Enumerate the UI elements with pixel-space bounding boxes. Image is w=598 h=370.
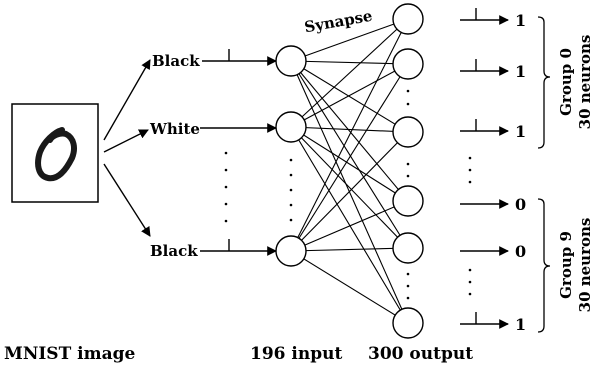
output-layer [392,3,424,339]
group-9-size: 30 neurons [576,218,594,313]
synapse-line [290,63,409,128]
input-ellipsis [289,158,293,222]
output-value: 1 [515,62,526,81]
output-neuron [392,48,424,80]
synapse-connections [290,18,409,324]
synapse-line [290,60,409,133]
synapse-line [290,131,409,252]
synapse-line [290,200,409,252]
synapse-line [290,126,409,202]
input-layer [224,45,307,267]
output-neuron [392,116,424,148]
output-value: 1 [515,122,526,141]
output-value: 0 [515,242,526,261]
output-neuron [392,3,424,35]
synapse-line [290,63,409,252]
output-layer-caption: 300 output [368,344,473,364]
synapse-line [290,60,409,249]
image-arrows [103,59,151,237]
output-neuron [392,307,424,339]
output-value: 1 [515,315,526,334]
mnist-image-caption: MNIST image [4,344,136,364]
output-value: 1 [515,11,526,30]
input-neuron [275,235,307,267]
synapse-line [290,250,409,324]
synapse-line [290,60,409,65]
signal-ellipsis [224,151,228,223]
group-9-name: Group 9 [557,231,575,299]
synapse-line [290,18,409,252]
output-ellipsis [406,89,410,300]
group-0-name: Group 0 [557,48,575,116]
synapse-line [290,60,409,202]
group-0-size: 30 neurons [576,35,594,130]
input-layer-caption: 196 input [250,344,342,364]
input-signal-lines [200,49,277,256]
group-9-brace [537,198,551,333]
synapse-line [290,247,409,252]
input-signal-label: Black [152,52,200,70]
input-signal-label: Black [150,242,198,260]
synapse-line [290,18,409,62]
output-neuron [392,232,424,264]
input-signal-label: White [149,120,200,138]
output-neuron [392,185,424,217]
synapse-line [290,126,409,324]
input-neuron [275,45,307,77]
input-neuron [275,111,307,143]
output-value: 0 [515,195,526,214]
group-0-brace [537,16,551,149]
synapse-line [290,18,409,128]
synapse-line [290,126,409,133]
synapse-label: Synapse [303,7,374,37]
synapse-line [290,126,409,249]
mnist-image [11,103,99,203]
output-lines [460,8,509,329]
